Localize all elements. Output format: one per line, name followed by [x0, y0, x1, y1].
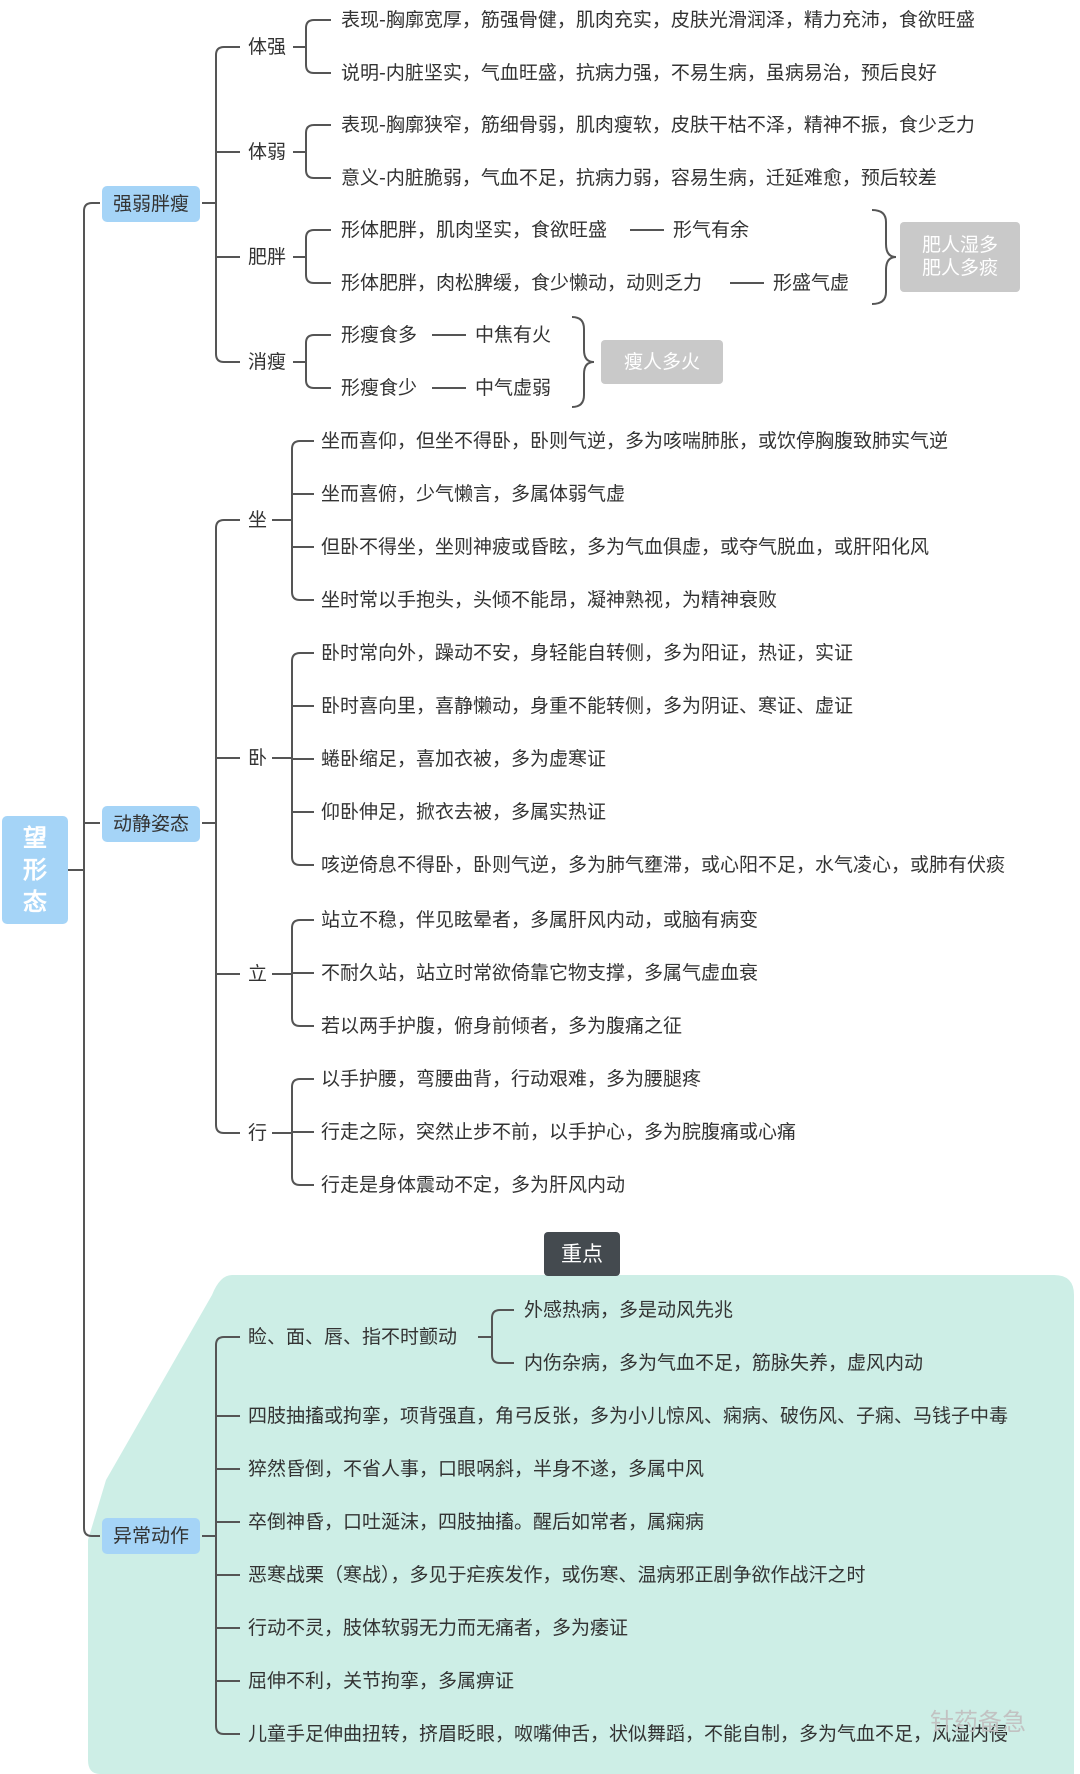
key-point-tag: 重点 [544, 1232, 620, 1276]
node-sitting: 坐 [248, 509, 268, 531]
item-text: 外感热病，多是动风先兆 [524, 1299, 734, 1321]
connector-tremor-items [491, 1309, 514, 1364]
connector-weak-items [305, 124, 331, 179]
item-text: 站立不稳，伴见眩晕者，多属肝风内动，或脑有病变 [321, 909, 759, 931]
watermark: 针药备急 [930, 1708, 1026, 1736]
item-text: 仰卧伸足，掀衣去被，多属实热证 [321, 801, 607, 823]
item-text: 行走之际，突然止步不前，以手护心，多为脘腹痛或心痛 [321, 1121, 797, 1143]
brace-thin [571, 316, 595, 408]
item-text: 若以两手护腹，俯身前倾者，多为腹痛之征 [321, 1015, 683, 1037]
item-text: 行走是身体震动不定，多为肝风内动 [321, 1174, 626, 1196]
list-item: 儿童手足伸曲扭转，挤眉眨眼，呶嘴伸舌，状似舞蹈，不能自制，多为气血不足，风湿内侵 [248, 1723, 1009, 1745]
connector-lie-items [291, 652, 314, 866]
root-node: 望形态 [2, 816, 68, 924]
item-result: 中气虚弱 [475, 377, 552, 399]
item-text: 不耐久站，站立时常欲倚靠它物支撑，多属气虚血衰 [321, 962, 759, 984]
item-text: 说明-内脏坚实，气血旺盛，抗病力强，不易生病，虽病易治，预后良好 [341, 62, 937, 84]
list-item: 四肢抽搐或拘挛，项背强直，角弓反张，多为小儿惊风、痫病、破伤风、子痫、马钱子中毒 [248, 1405, 1009, 1427]
list-item: 行动不灵，肢体软弱无力而无痛者，多为痿证 [248, 1617, 629, 1639]
item-text: 形体肥胖，肌肉坚实，食欲旺盛 [341, 219, 608, 241]
node-obese: 肥胖 [248, 246, 287, 268]
item-text: 形瘦食多 [341, 324, 418, 346]
item-text: 形瘦食少 [341, 377, 418, 399]
item-text: 坐时常以手抱头，头倾不能昂，凝神熟视，为精神衰败 [321, 589, 778, 611]
connector-obese-items [305, 229, 331, 284]
category-abnormal-movement: 异常动作 [102, 1518, 201, 1554]
connector-strong-items [305, 19, 331, 74]
list-item: 屈伸不利，关节拘挛，多属痹证 [248, 1670, 515, 1692]
brace-obese [871, 209, 897, 305]
connector-cat2-branches [215, 519, 240, 1134]
list-item: 卒倒神昏，口吐涎沫，四肢抽搐。醒后如常者，属痫病 [248, 1511, 705, 1533]
list-item: 恶寒战栗（寒战），多见于疟疾发作，或伤寒、温病邪正剧争欲作战汗之时 [248, 1564, 866, 1586]
item-text: 表现-胸廓宽厚，筋强骨健，肌肉充实，皮肤光滑润泽，精力充沛，食欲旺盛 [341, 9, 975, 31]
category-strength-build: 强弱胖瘦 [102, 186, 201, 222]
item-text: 但卧不得坐，坐则神疲或昏眩，多为气血俱虚，或夺气脱血，或肝阳化风 [321, 536, 930, 558]
connector-cat1-branches [215, 46, 240, 363]
connector-walk-items [291, 1078, 314, 1186]
summary-box-thin: 瘦人多火 [601, 340, 723, 384]
node-body-strong: 体强 [248, 36, 287, 58]
item-text: 以手护腰，弯腰曲背，行动艰难，多为腰腿疼 [321, 1068, 702, 1090]
item-text: 卧时喜向里，喜静懒动，身重不能转侧，多为阴证、寒证、虚证 [321, 695, 854, 717]
connector-cat3-branches [215, 1336, 240, 1735]
summary-box-obese: 肥人湿多肥人多痰 [900, 222, 1020, 292]
item-text: 咳逆倚息不得卧，卧则气逆，多为肺气壅滞，或心阳不足，水气凌心，或肺有伏痰 [321, 854, 1006, 876]
connector-stand-items [291, 919, 314, 1027]
node-lying: 卧 [248, 747, 268, 769]
item-text: 坐而喜仰，但坐不得卧，卧则气逆，多为咳喘肺胀，或饮停胸腹致肺实气逆 [321, 430, 949, 452]
node-body-weak: 体弱 [248, 141, 287, 163]
node-standing: 立 [248, 963, 268, 985]
highlight-area [88, 1275, 1074, 1774]
node-tremor: 睑、面、唇、指不时颤动 [248, 1326, 458, 1348]
item-text: 卧时常向外，躁动不安，身轻能自转侧，多为阳证，热证，实证 [321, 642, 854, 664]
item-text: 内伤杂病，多为气血不足，筋脉失养，虚风内动 [524, 1352, 924, 1374]
item-result: 形气有余 [673, 219, 750, 241]
item-text: 蜷卧缩足，喜加衣被，多为虚寒证 [321, 748, 607, 770]
node-thin: 消瘦 [248, 351, 287, 373]
connector-root-branches [83, 202, 100, 1537]
item-result: 形盛气虚 [773, 272, 850, 294]
list-item: 猝然昏倒，不省人事，口眼㖞斜，半身不遂，多属中风 [248, 1458, 705, 1480]
node-walking: 行 [248, 1122, 268, 1144]
connector-thin-items [305, 334, 331, 389]
item-text: 表现-胸廓狭窄，筋细骨弱，肌肉瘦软，皮肤干枯不泽，精神不振，食少乏力 [341, 114, 975, 136]
category-posture: 动静姿态 [102, 806, 201, 842]
item-text: 意义-内脏脆弱，气血不足，抗病力弱，容易生病，迁延难愈，预后较差 [341, 167, 937, 189]
item-result: 中焦有火 [475, 324, 552, 346]
item-text: 坐而喜俯，少气懒言，多属体弱气虚 [321, 483, 626, 505]
connector-sit-items [291, 440, 314, 601]
item-text: 形体肥胖，肉松脾缓，食少懒动，动则乏力 [341, 272, 703, 294]
